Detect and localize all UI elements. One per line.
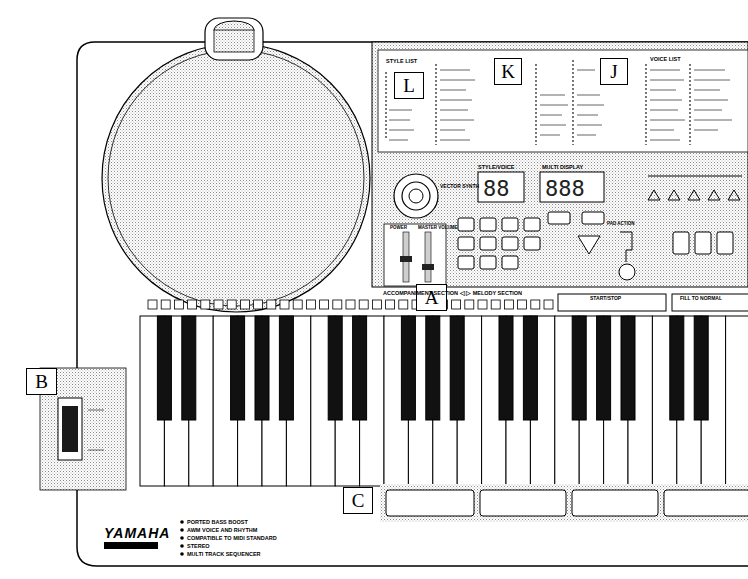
callout-letter: K: [501, 62, 515, 81]
svg-text:888: 888: [545, 176, 585, 201]
callout-letter: C: [352, 491, 365, 510]
svg-text:88: 88: [483, 176, 510, 201]
panel-label: STEREO: [187, 543, 210, 549]
panel-label: PAD ACTION: [607, 222, 635, 227]
callout-box: A: [416, 284, 447, 311]
panel-label: MULTI DISPLAY: [542, 164, 583, 170]
panel-label: PORTED BASS BOOST: [187, 519, 248, 525]
panel-label: START/STOP: [590, 296, 621, 302]
brand-logo: YAMAHA: [104, 526, 170, 541]
callout-box: L: [394, 72, 424, 99]
panel-label: VOICE LIST: [650, 56, 681, 62]
callout-box: J: [600, 58, 628, 85]
callout-box: K: [494, 58, 522, 85]
callout-letter: B: [35, 372, 48, 391]
callout-letter: J: [610, 62, 617, 81]
panel-label: MASTER VOLUME: [418, 226, 458, 231]
panel-label: STYLE LIST: [386, 58, 417, 64]
callout-box: B: [26, 368, 57, 395]
callout-box: C: [343, 487, 373, 514]
panel-label: COMPATIBLE TO MIDI STANDARD: [187, 535, 277, 541]
panel-label: VECTOR SYNTH: [440, 184, 479, 190]
panel-label: POWER: [390, 226, 407, 231]
panel-label: ACCOMPANIMENT SECTION ◁ ▷ MELODY SECTION: [383, 290, 522, 296]
panel-label: MULTI TRACK SEQUENCER: [187, 551, 261, 557]
callout-letter: L: [403, 76, 415, 95]
panel-label: STYLE/VOICE: [478, 164, 514, 170]
panel-label: FILL TO NORMAL: [680, 296, 722, 302]
panel-label: AWM VOICE AND RHYTHM: [187, 527, 257, 533]
